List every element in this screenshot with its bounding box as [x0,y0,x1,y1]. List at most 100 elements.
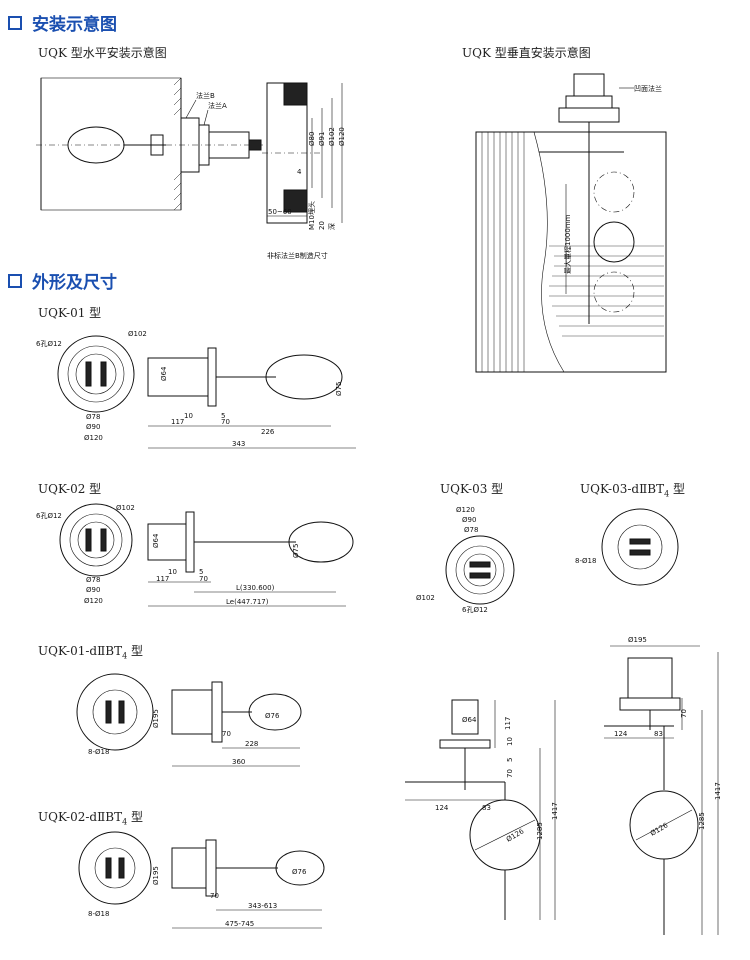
uqk02d-caption: UQK-02-dⅡBT4 型 [38,808,143,826]
uqk02-l70-label: 70 [199,575,208,583]
uqk01-d90-label: Ø90 [86,423,100,431]
uqk02d-holes-label: 8-Ø18 [88,910,109,918]
uqk03-d120-label: Ø120 [456,506,475,514]
uqk02-terminal-right [100,528,107,552]
uqk02-d78-label: Ø78 [86,576,100,584]
vl-l83-label: 83 [654,730,663,738]
dim-91-label: Ø91 [318,132,326,146]
flange-a-leader [203,109,209,126]
uqk01-holes-label: 6孔Ø12 [36,340,62,348]
uqk01-flange-inner [67,345,125,403]
uqk02d-caption-sub: 4 [122,817,128,827]
recessed-flange-label: 凹面法兰 [634,84,662,93]
checkbox-square-icon [8,15,22,30]
vertical-switch-flange [565,95,613,109]
vl-l1417-label: 1417 [714,782,722,800]
cable-gland [248,139,262,151]
uqk01d-float [248,693,302,731]
uqk03d-drawing: 8-Ø18 [575,508,679,586]
uqk03d-flange-outer [601,508,679,586]
uqk03-caption: UQK-03 型 [440,482,504,496]
vs-body [451,699,479,735]
uqk01d-l228-label: 228 [245,740,258,748]
uqk01-terminal-right [100,361,107,387]
vessel-wall-hatching [481,132,525,372]
uqk01-l70-label: 70 [221,418,230,426]
uqk01d-drawing: 8-Ø18 Ø195 Ø76 70 228 360 [76,673,302,767]
vertical-switch-housing [573,73,605,97]
liquid-lines [549,245,664,337]
section-title-install: 安装示意图 [8,10,117,35]
vl-l70-label: 70 [680,709,688,718]
uqk03d-flange-inner [617,524,663,570]
horizontal-install-caption: UQK 型水平安装示意图 [38,46,167,60]
float-ball-vertical [593,221,635,263]
uqk01d-l70-label: 70 [222,730,231,738]
uqk03-d102-label: Ø102 [416,594,435,602]
section-title-outline-label: 外形及尺寸 [32,273,117,293]
uqk02-terminal-left [85,528,92,552]
uqk01d-flange-side [211,681,223,743]
uqk02d-d195-label: Ø195 [152,866,160,885]
vessel-cut-edge [533,131,565,373]
vl-body [627,657,673,699]
vs-l83-label: 83 [482,804,491,812]
vertical-install-drawing: 凹面法兰 最大量程1000mm [475,73,667,373]
uqk02d-terminal-right [118,857,125,879]
uqk03-drawing: Ø120 Ø90 Ø78 Ø102 6孔Ø12 [416,506,515,614]
uqk03d-terminal-bottom [629,549,651,556]
uqk02-float [288,521,354,563]
uqk01d-l360-label: 360 [232,758,245,766]
uqk02d-d76-label: Ø76 [292,868,307,876]
uqk03-holes-label: 6孔Ø12 [462,606,488,614]
uqk01-d64-label: Ø64 [160,366,168,381]
uqk02-d75-label: Ø75 [292,544,300,558]
uqk02-d102-label: Ø102 [116,504,135,512]
uqk02d-terminal-left [105,857,112,879]
uqk02-flange-side [185,511,195,573]
vl-d126-leader [635,809,693,841]
float-lower-position [593,271,635,313]
uqk02d-drawing: 8-Ø18 Ø195 Ø76 70 343-613 475-745 [78,831,325,929]
dim-50-60-label: 50~60 [268,208,292,216]
uqk02d-caption-main: UQK-02-dⅡBT [38,810,123,824]
vs-l70-label: 70 [506,769,514,778]
vertical-large-drawing: Ø195 124 83 70 Ø126 1285 1417 [604,636,722,935]
uqk03-d90-label: Ø90 [462,516,476,524]
dim-deep-label: 深 [327,223,336,230]
uqk01d-flange-outer [76,673,154,751]
dim-80-label: Ø80 [308,132,316,146]
uqk01-l5-label: 5 [221,412,225,420]
flange-detail-drawing: Ø80 Ø91 Ø102 Ø120 4 50~60 M10埋头 20 深 非标法… [262,82,346,260]
uqk02-Le-label: Le(447.717) [226,598,269,606]
uqk02d-float [275,850,325,886]
uqk01-body [147,357,209,397]
uqk03-flange-outer [445,535,515,605]
vs-l1417-label: 1417 [551,802,559,820]
vs-l1285-label: 1285 [536,822,544,840]
uqk01-d102-label: Ø102 [128,330,147,338]
uqk01-caption: UQK-01 型 [38,306,102,320]
switch-body [208,131,250,159]
uqk02d-l70-label: 70 [210,892,219,900]
uqk01d-terminal-right [118,700,125,724]
section-title-outline: 外形及尺寸 [8,268,117,293]
uqk01d-d195-label: Ø195 [152,709,160,728]
uqk02-d90-label: Ø90 [86,586,100,594]
uqk01-d120-label: Ø120 [84,434,103,442]
uqk01d-caption-end: 型 [127,644,144,658]
section-title-install-label: 安装示意图 [32,15,117,35]
uqk01d-flange-inner [92,689,138,735]
uqk03d-holes-label: 8-Ø18 [575,557,596,565]
dim-120-label: Ø120 [338,127,346,146]
vertical-install-caption: UQK 型垂直安装示意图 [462,46,591,60]
uqk02-d64-label: Ø64 [152,533,160,548]
rod-joint [150,134,164,156]
uqk03d-caption-end: 型 [669,482,686,496]
vl-l124-label: 124 [614,730,628,738]
uqk02d-flange-side [205,839,217,897]
uqk03d-caption: UQK-03-dⅡBT4 型 [580,480,685,498]
uqk01d-caption: UQK-01-dⅡBT4 型 [38,642,143,660]
uqk01-d75-label: Ø75 [335,382,343,396]
uqk02d-body [171,847,207,889]
